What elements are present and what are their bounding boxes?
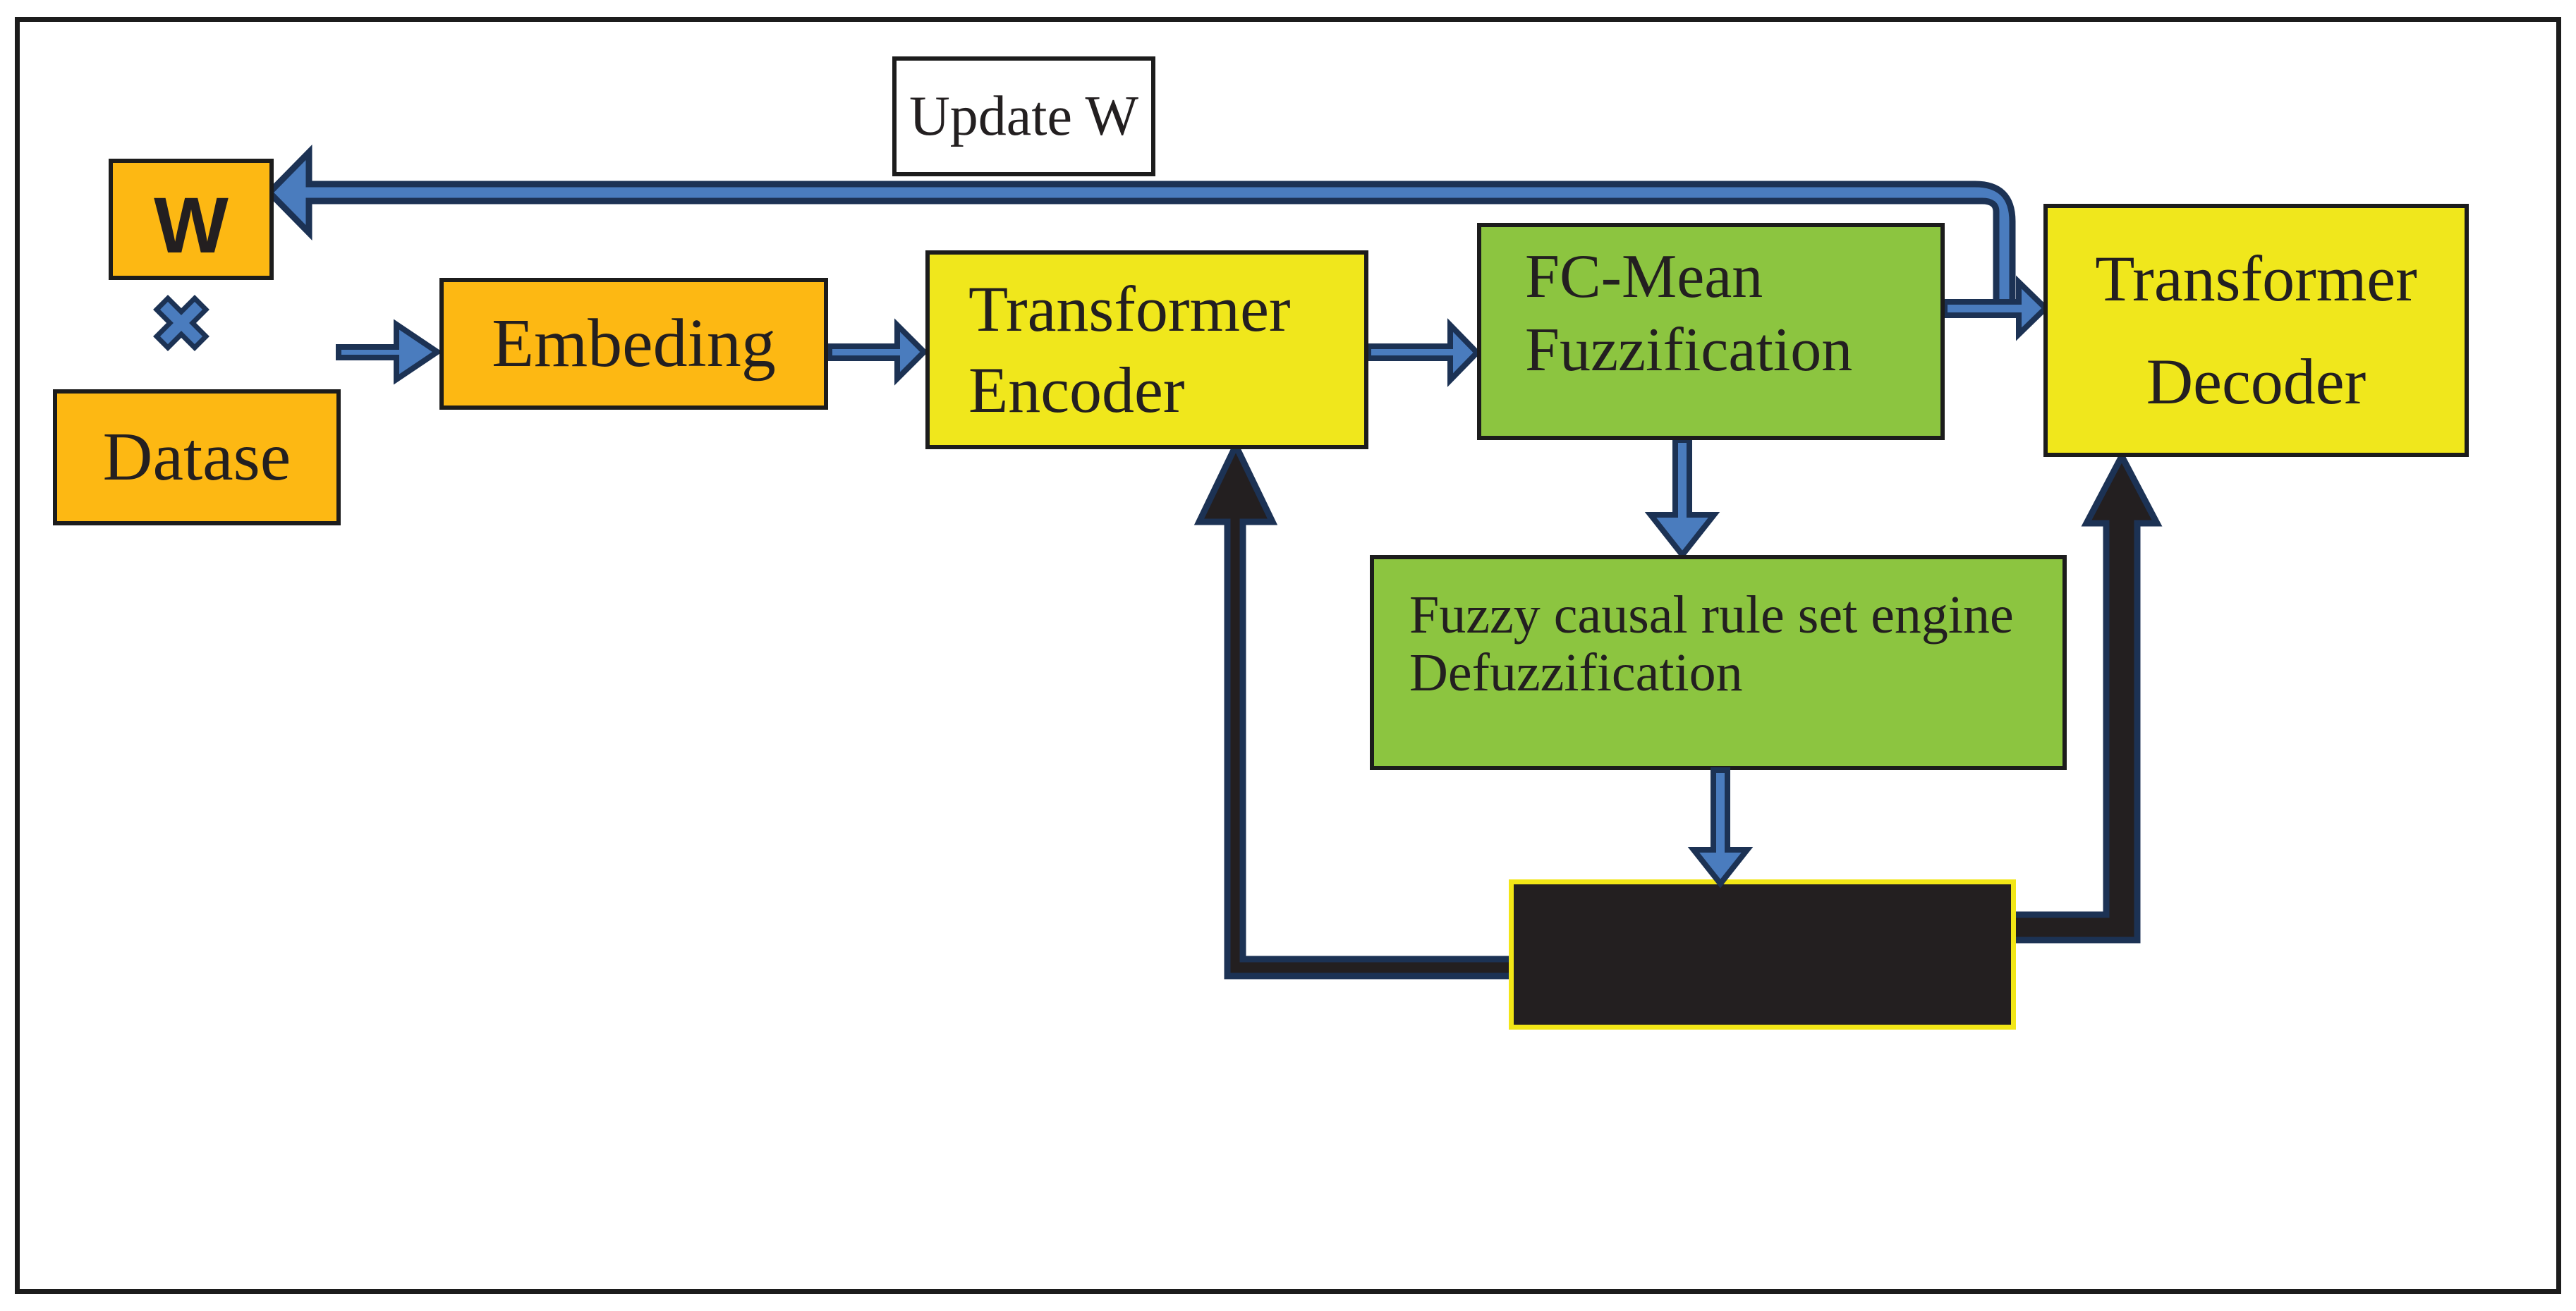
embedding-to-encoder-arrow (827, 318, 928, 386)
fc-mean-line2: Fuzzification (1525, 316, 1853, 384)
transformer-encoder-line1: Transformer (968, 273, 1291, 345)
dataset-label: Datase (102, 419, 291, 496)
encoder-to-fcmean-arrow (1366, 318, 1481, 387)
fuzzy-rule-engine-line1: Fuzzy causal rule set engine (1409, 585, 2014, 645)
fc-mean-line1: FC-Mean (1525, 243, 1763, 312)
update-w-feedback-arrow (265, 144, 2016, 308)
fcmean-to-decoder-arrow (1942, 275, 2050, 341)
dataset-box: Datase (53, 389, 341, 525)
hidden-state-black-box (1509, 879, 2016, 1030)
weight-matrix-label: W (154, 181, 229, 269)
fuzzy-rule-engine-line2: Defuzzification (1409, 643, 1743, 703)
dataset-to-embedding-arrow (336, 319, 443, 385)
embedding-box: Embeding (439, 278, 828, 410)
transformer-decoder-line2: Decoder (2146, 345, 2367, 417)
update-w-box: Update W (892, 56, 1155, 176)
outer-frame (15, 17, 2561, 1294)
weight-matrix-box: W (109, 159, 274, 280)
update-w-label: Update W (909, 85, 1139, 147)
fcmean-to-fuzzy-arrow (1644, 437, 1720, 560)
fuzzy-rule-engine-box: Fuzzy causal rule set engine Defuzzifica… (1370, 555, 2067, 770)
transformer-decoder-line1: Transformer (2095, 243, 2417, 315)
transformer-encoder-box: Transformer Encoder (925, 250, 1368, 449)
multiply-icon (153, 295, 209, 351)
fc-mean-fuzzification-box: FC-Mean Fuzzification (1477, 223, 1945, 440)
transformer-decoder-box: Transformer Decoder (2043, 204, 2469, 457)
transformer-encoder-line2: Encoder (968, 354, 1185, 426)
embedding-label: Embeding (492, 305, 776, 382)
